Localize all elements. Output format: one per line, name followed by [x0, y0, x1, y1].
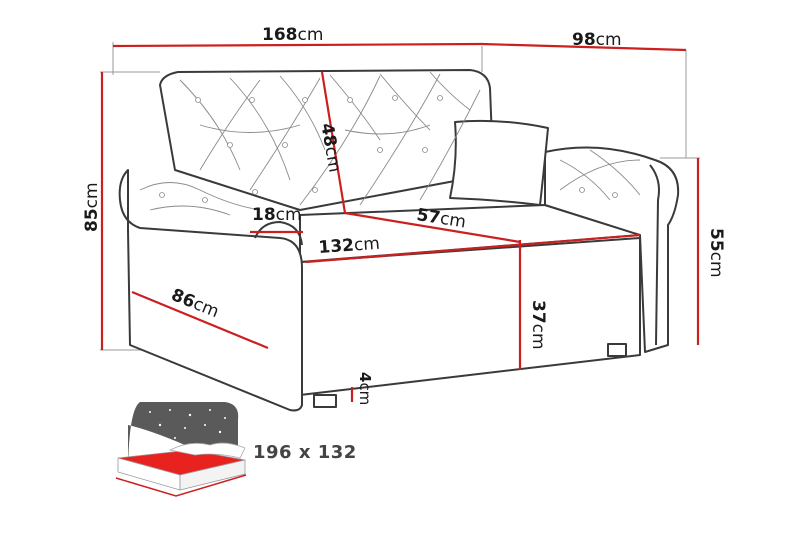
dim-total-width: 168cm: [262, 25, 324, 45]
dimension-lines: [100, 42, 700, 402]
dim-armrest-height: 55cm: [706, 228, 726, 278]
dim-total-depth: 98cm: [572, 30, 622, 50]
dim-seat-height: 37cm: [528, 300, 548, 350]
sleeping-area-size: 196 x 132: [253, 442, 357, 463]
dim-leg-height: 4cm: [356, 372, 374, 406]
sofa-outline: [118, 69, 680, 412]
dim-armrest-width: 18cm: [252, 205, 302, 225]
dim-total-height: 85cm: [82, 182, 102, 232]
dim-seat-width: 132cm: [317, 233, 381, 258]
bed-night-stars-icon: [115, 402, 247, 497]
guide-lines: [100, 42, 700, 351]
tufting-pattern: [139, 71, 641, 216]
tufting-buttons: [159, 95, 618, 203]
